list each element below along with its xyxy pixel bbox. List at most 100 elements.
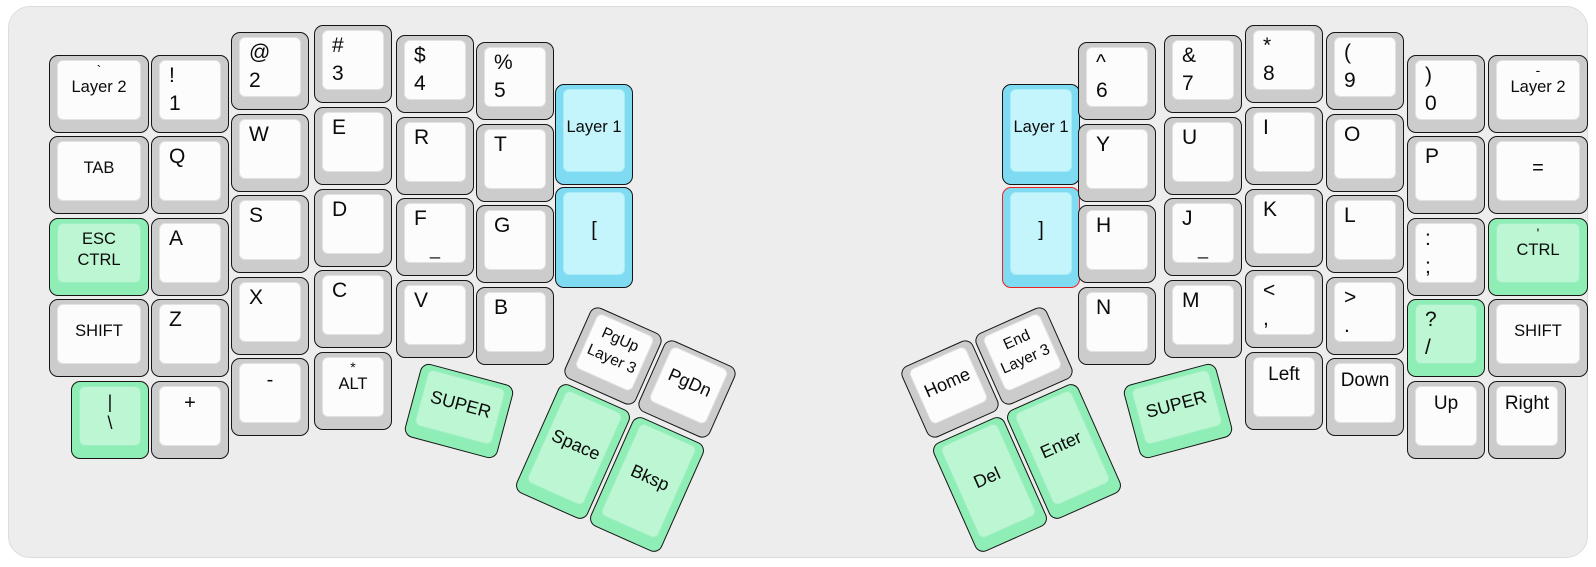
key-u[interactable]: U: [1164, 117, 1242, 195]
key-legend-center: =: [1497, 142, 1579, 194]
key-legend-left: Y: [1096, 133, 1143, 184]
key-b[interactable]: B: [476, 287, 554, 365]
key-lt-comma[interactable]: <,: [1245, 270, 1323, 348]
key-y[interactable]: Y: [1078, 124, 1156, 202]
keycap-surface: C: [322, 275, 384, 335]
key-q[interactable]: Q: [151, 136, 229, 214]
key-legend-line: Y: [1096, 133, 1111, 156]
key-i[interactable]: I: [1245, 107, 1323, 185]
key-e[interactable]: E: [314, 107, 392, 185]
key-legend-left: :;: [1425, 227, 1472, 278]
key-minus-layer2[interactable]: Layer 2-: [1488, 55, 1588, 133]
key-legend-line: ?: [1425, 308, 1437, 331]
key-j[interactable]: J_: [1164, 198, 1242, 276]
key-c[interactable]: C: [314, 270, 392, 348]
keycap-surface: T: [484, 129, 546, 189]
keycap-surface: Layer 1: [1010, 89, 1072, 172]
key-legend-line: PgDn: [665, 363, 715, 401]
key-right[interactable]: Right: [1488, 381, 1566, 459]
keycap-surface: SUPER: [1130, 368, 1224, 446]
keycap-surface: (9: [1334, 37, 1396, 97]
key-plus[interactable]: +: [151, 381, 229, 459]
key-pipe-backslash[interactable]: |\: [71, 381, 149, 459]
key-caret-6[interactable]: ^6: [1078, 42, 1156, 120]
key-d[interactable]: D: [314, 189, 392, 267]
key-shift-left[interactable]: SHIFT: [49, 299, 149, 377]
key-legend-line: Right: [1504, 393, 1550, 414]
key-legend-line: Layer 1: [566, 118, 622, 136]
key-hash-3[interactable]: #3: [314, 25, 392, 103]
key-up[interactable]: Up: [1407, 381, 1485, 459]
keycap-surface: SHIFT: [57, 304, 141, 364]
key-gt-period[interactable]: >.: [1326, 277, 1404, 355]
key-legend-left: %5: [494, 51, 541, 102]
key-legend-line: /: [1425, 336, 1431, 359]
key-amp-7[interactable]: &7: [1164, 35, 1242, 113]
key-legend-line: TAB: [83, 158, 115, 177]
key-x[interactable]: X: [231, 277, 309, 355]
key-super-left[interactable]: SUPER: [402, 361, 516, 461]
key-layer1-left[interactable]: Layer 1: [555, 84, 633, 185]
key-colon-semicolon[interactable]: :;: [1407, 218, 1485, 296]
key-l[interactable]: L: [1326, 195, 1404, 273]
key-r[interactable]: R: [396, 117, 474, 195]
key-percent-5[interactable]: %5: [476, 42, 554, 120]
key-shift-right[interactable]: SHIFT: [1488, 299, 1588, 377]
key-grave-layer2[interactable]: Layer 2`: [49, 55, 149, 133]
key-legend-left: L: [1344, 204, 1391, 255]
key-minus[interactable]: -: [231, 358, 309, 436]
key-at-2[interactable]: @2: [231, 32, 309, 110]
key-tab[interactable]: TAB: [49, 136, 149, 214]
key-h[interactable]: H: [1078, 205, 1156, 283]
key-excl-1[interactable]: !1: [151, 55, 229, 133]
key-legend-left: G: [494, 214, 541, 265]
key-legend-line: [: [591, 219, 597, 241]
key-lbracket[interactable]: [: [555, 187, 633, 288]
key-lparen-9[interactable]: (9: [1326, 32, 1404, 110]
key-question-slash[interactable]: ?/: [1407, 299, 1485, 377]
keycap-surface: F_: [404, 203, 466, 263]
keycap-surface: #3: [322, 30, 384, 90]
key-dollar-4[interactable]: $4: [396, 35, 474, 113]
key-legend-center: SUPER: [417, 370, 505, 438]
key-equals[interactable]: =: [1488, 136, 1588, 214]
key-legend-line: Layer 2: [1510, 77, 1566, 96]
key-legend-line: ,: [1263, 307, 1269, 330]
key-legend-line: B: [494, 296, 509, 319]
key-s[interactable]: S: [231, 195, 309, 273]
keycap-surface: :;: [1415, 223, 1477, 283]
key-p[interactable]: P: [1407, 136, 1485, 214]
key-legend-center: Home: [909, 347, 985, 419]
key-legend-left: H: [1096, 214, 1143, 265]
key-legend-line: ;: [1425, 255, 1431, 278]
key-quote-ctrl[interactable]: CTRL': [1488, 218, 1588, 296]
key-t[interactable]: T: [476, 124, 554, 202]
key-rbracket[interactable]: ]: [1002, 187, 1080, 288]
key-layer1-right[interactable]: Layer 1: [1002, 84, 1080, 185]
keycap-surface: I: [1253, 112, 1315, 172]
key-a[interactable]: A: [151, 218, 229, 296]
key-legend-line: L: [1344, 204, 1356, 227]
key-star-8[interactable]: *8: [1245, 25, 1323, 103]
key-legend-line: .: [1344, 314, 1350, 337]
key-o[interactable]: O: [1326, 114, 1404, 192]
key-super-right[interactable]: SUPER: [1121, 361, 1235, 461]
key-w[interactable]: W: [231, 114, 309, 192]
key-m[interactable]: M: [1164, 280, 1242, 358]
key-down[interactable]: Down: [1326, 358, 1404, 436]
key-legend-left: *8: [1263, 34, 1310, 85]
key-f[interactable]: F_: [396, 198, 474, 276]
key-n[interactable]: N: [1078, 287, 1156, 365]
key-rparen-0[interactable]: )0: [1407, 55, 1485, 133]
key-k[interactable]: K: [1245, 189, 1323, 267]
key-left[interactable]: Left: [1245, 352, 1323, 430]
key-v[interactable]: V: [396, 280, 474, 358]
key-legend-center: Down: [1335, 364, 1395, 416]
key-star-alt[interactable]: ALT*: [314, 352, 392, 430]
key-g[interactable]: G: [476, 205, 554, 283]
key-legend-center: SUPER: [1132, 370, 1220, 438]
key-z[interactable]: Z: [151, 299, 229, 377]
key-legend-line: SUPER: [1143, 386, 1209, 422]
key-legend-left: O: [1344, 123, 1391, 174]
